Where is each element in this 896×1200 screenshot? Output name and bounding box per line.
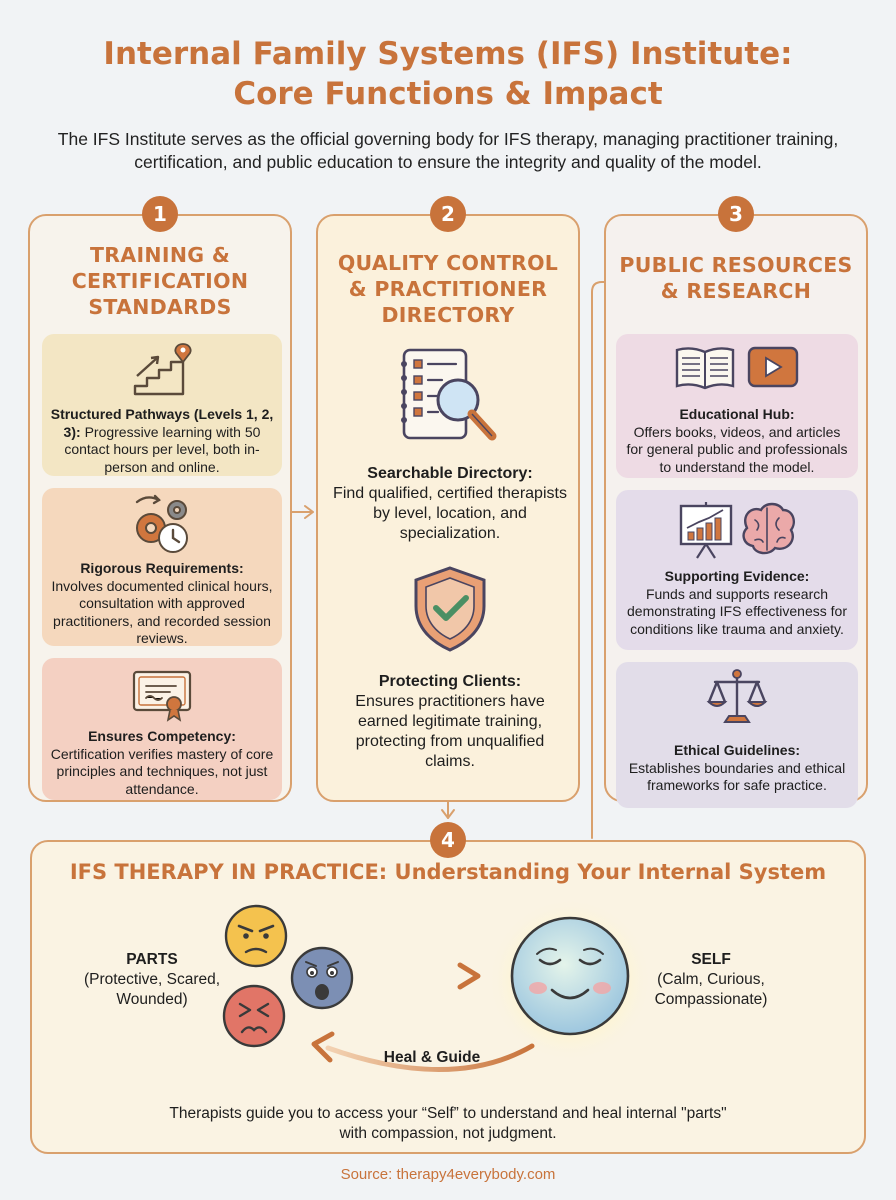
- card-heading: Structured Pathways (Levels 1, 2, 3):: [50, 406, 274, 440]
- chart-brain-icon: [675, 498, 799, 565]
- column-training: TRAINING & CERTIFICATION STANDARDS Struc…: [28, 214, 292, 802]
- item-body: Ensures practitioners have earned legiti…: [355, 693, 545, 770]
- card-body: Establishes boundaries and ethical frame…: [628, 759, 846, 794]
- card-supporting-evidence: Supporting Evidence: Funds and supports …: [616, 490, 858, 650]
- card-ensures-competency: Ensures Competency: Certification verifi…: [42, 658, 282, 800]
- angry-face-icon: [224, 904, 288, 968]
- card-structured-pathways: Structured Pathways (Levels 1, 2, 3): Pr…: [42, 334, 282, 476]
- title-line-1: Internal Family Systems (IFS) Institute:: [103, 36, 793, 72]
- parts-description: (Protective, Scared, Wounded): [83, 971, 221, 1008]
- certificate-icon: [130, 666, 194, 727]
- parts-label: PARTS: [126, 951, 178, 968]
- column-public-resources: PUBLIC RESOURCES & RESEARCH Educational …: [604, 214, 868, 808]
- intro-text: The IFS Institute serves as the official…: [57, 129, 839, 172]
- card-body: Offers books, videos, and articles for g…: [626, 423, 848, 475]
- self-description: (Calm, Curious, Compassionate): [654, 971, 768, 1008]
- step-number-4: 4: [430, 822, 466, 858]
- column-quality-control: QUALITY CONTROL & PRACTITIONER DIRECTORY…: [316, 214, 580, 802]
- card-body: Progressive learning with 50 contact hou…: [64, 423, 261, 475]
- self-label-block: SELF (Calm, Curious, Compassionate): [636, 950, 786, 1010]
- notebook-magnifier-icon: [394, 344, 506, 453]
- scales-icon: [705, 666, 769, 735]
- page-title: Internal Family Systems (IFS) Institute:…: [0, 34, 896, 114]
- item-heading: Protecting Clients:: [378, 673, 522, 690]
- arrow-return: [325, 1043, 535, 1072]
- title-line-2: Core Functions & Impact: [233, 76, 663, 112]
- item-searchable-directory: Searchable Directory: Find qualified, ce…: [330, 464, 570, 544]
- column-title-training: TRAINING & CERTIFICATION STANDARDS: [71, 243, 249, 319]
- step-number-3: 3: [718, 196, 754, 232]
- scared-face-icon: [290, 946, 354, 1010]
- column-title-quality-control: QUALITY CONTROL & PRACTITIONER DIRECTORY: [337, 251, 559, 327]
- card-heading: Ensures Competency:: [88, 728, 236, 744]
- practice-diagram: [222, 898, 652, 1072]
- practice-note: Therapists guide you to access your “Sel…: [169, 1105, 727, 1142]
- card-heading: Ethical Guidelines:: [673, 742, 801, 758]
- step-number-2: 2: [430, 196, 466, 232]
- card-heading: Rigorous Requirements:: [80, 560, 244, 576]
- card-heading: Educational Hub:: [679, 406, 795, 422]
- self-label: SELF: [691, 951, 731, 968]
- wounded-face-icon: [222, 984, 286, 1048]
- card-ethical-guidelines: Ethical Guidelines: Establishes boundari…: [616, 662, 858, 808]
- source-credit: Source: therapy4everybody.com: [340, 1166, 556, 1183]
- item-protecting-clients: Protecting Clients: Ensures practitioner…: [330, 672, 570, 772]
- shield-check-icon: [406, 562, 494, 661]
- column-title-public-resources: PUBLIC RESOURCES & RESEARCH: [619, 253, 853, 303]
- card-body: Involves documented clinical hours, cons…: [51, 577, 273, 647]
- practice-section: IFS THERAPY IN PRACTICE: Understanding Y…: [30, 840, 866, 1154]
- stairs-goal-icon: [127, 340, 197, 405]
- line-col3-to-practice: [591, 281, 607, 839]
- card-educational-hub: Educational Hub: Offers books, videos, a…: [616, 334, 858, 478]
- card-rigorous-requirements: Rigorous Requirements: Involves document…: [42, 488, 282, 646]
- card-heading: Supporting Evidence:: [664, 568, 810, 584]
- parts-label-block: PARTS (Protective, Scared, Wounded): [82, 950, 222, 1010]
- book-video-icon: [671, 342, 803, 397]
- step-number-1: 1: [142, 196, 178, 232]
- item-heading: Searchable Directory:: [367, 465, 533, 482]
- card-body: Certification verifies mastery of core p…: [50, 745, 274, 797]
- gears-clock-icon: [127, 492, 197, 561]
- card-body: Funds and supports research demonstratin…: [627, 585, 847, 637]
- heal-guide-label: Heal & Guide: [383, 1049, 481, 1066]
- practice-title: IFS THERAPY IN PRACTICE: Understanding Y…: [69, 860, 827, 884]
- item-body: Find qualified, certified therapists by …: [333, 485, 567, 542]
- calm-face-icon: [510, 916, 630, 1036]
